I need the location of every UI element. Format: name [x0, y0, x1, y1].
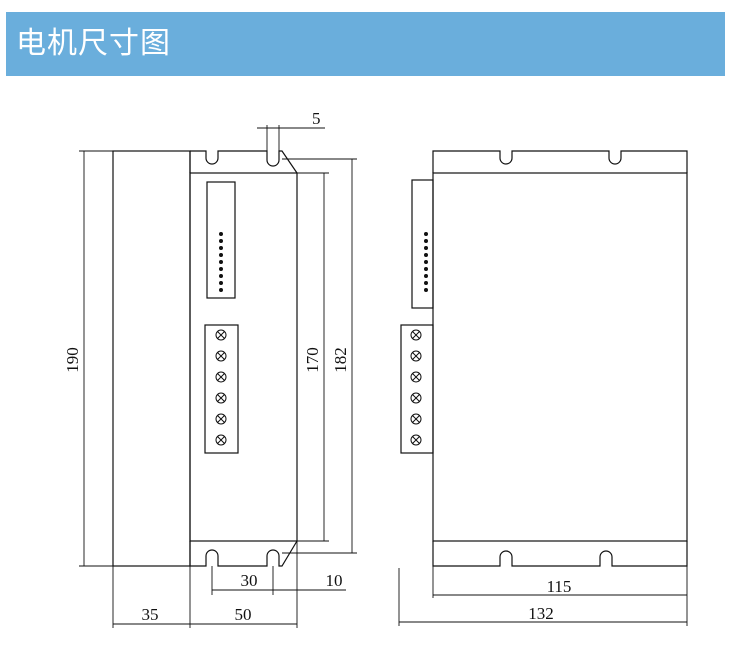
dim-slot-width: 5: [312, 109, 321, 128]
dim-heatsink-depth: 35: [142, 605, 159, 624]
page-title: 电机尺寸图: [16, 26, 171, 61]
dim-outer-height: 182: [331, 347, 350, 373]
signal-connector-pins: [219, 232, 223, 292]
dim-hole-spacing: 30: [241, 571, 258, 590]
title-banner: 电机尺寸图: [6, 12, 725, 76]
front-case: [189, 172, 298, 542]
front-bottom-flange: [189, 540, 298, 567]
side-case: [432, 172, 688, 542]
side-signal-connector: [411, 179, 434, 309]
side-top-flange: [432, 150, 688, 173]
front-top-flange: [190, 150, 298, 174]
dim-front-width: 50: [235, 605, 252, 624]
signal-connector: [206, 181, 236, 299]
side-connector-pins: [424, 232, 428, 292]
dim-edge-offset: 10: [326, 571, 343, 590]
dim-side-hole-spacing: 115: [547, 577, 572, 596]
heatsink-body: [112, 150, 191, 567]
side-bottom-flange: [432, 541, 688, 567]
side-terminal-screws: [410, 329, 422, 446]
side-terminal-block: [400, 324, 434, 454]
terminal-block: [204, 324, 239, 454]
dim-inner-height: 170: [303, 347, 322, 373]
front-terminal-screws: [215, 329, 227, 446]
dim-side-total-width: 132: [528, 604, 554, 623]
dim-total-height: 190: [63, 347, 82, 373]
